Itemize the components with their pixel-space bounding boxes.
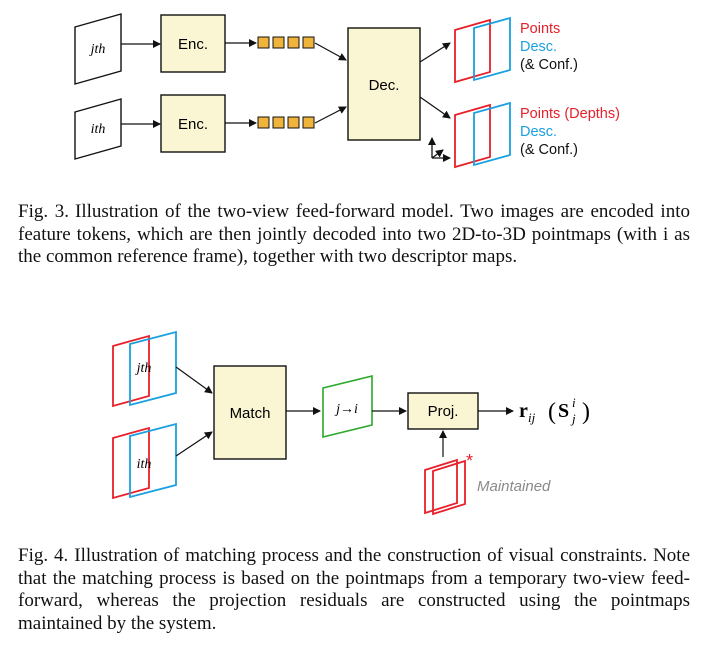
fig4-diagram: jth ith Match j→i Proj. r ij ( S i j — [112, 330, 590, 516]
residual-S-sub: j — [570, 411, 576, 426]
fig3-tokens-bottom — [257, 116, 315, 129]
fig4-view-i-label: ith — [137, 457, 152, 472]
fig3-caption-label: Fig. 3. — [18, 201, 69, 222]
residual-S: S — [558, 400, 569, 422]
residual-r: r — [519, 400, 528, 422]
fig4-residual-formula: r ij ( S i j ) — [519, 395, 590, 426]
fig3-points-map-bottom — [454, 103, 491, 169]
fig3-out-top-points: Points — [520, 21, 560, 37]
feature-token — [302, 116, 315, 129]
feature-token — [287, 36, 300, 49]
fig3-view-j — [74, 13, 122, 85]
fig3-points-map-top — [454, 18, 491, 84]
fig3-caption-text: Illustration of the two-view feed-forwar… — [18, 201, 690, 267]
fig4-caption: Fig. 4.Illustration of matching process … — [18, 545, 690, 635]
fig4-view-j-label: jth — [135, 361, 152, 376]
fig3-out-top-desc: Desc. — [520, 39, 557, 55]
fig4-match-box — [213, 365, 287, 460]
residual-paren-open: ( — [548, 399, 556, 425]
feature-token — [272, 36, 285, 49]
fig3-out-bottom-points: Points (Depths) — [520, 106, 620, 122]
fig4-maintained-star: * — [466, 451, 473, 471]
fig3-view-i — [74, 98, 122, 160]
fig3-diagram: jth ith Enc. Enc. — [74, 13, 620, 169]
fig3-encoder-top-label: Enc. — [178, 36, 208, 53]
fig4-desc-map-i — [129, 422, 177, 499]
fig3-arrow-dec-out-bottom — [419, 96, 451, 119]
residual-paren-close: ) — [582, 399, 590, 425]
fig4-desc-map-j — [129, 330, 177, 407]
fig3-tokens-top — [257, 36, 315, 49]
fig4-points-map-i — [112, 426, 150, 500]
residual-S-sup: i — [572, 395, 576, 410]
fig4-transform-frame — [322, 374, 373, 439]
feature-token — [287, 116, 300, 129]
fig3-desc-map-top — [473, 16, 511, 82]
fig3-arrow-tokens-dec-bottom — [314, 106, 347, 124]
residual-r-sub: ij — [528, 410, 536, 425]
coordinate-axes-icon — [428, 137, 451, 162]
fig3-out-bottom-desc: Desc. — [520, 124, 557, 140]
feature-token — [302, 36, 315, 49]
fig3-decoder-label: Dec. — [369, 77, 400, 94]
fig4-arrow-j-match — [175, 366, 213, 394]
fig4-maintained-map-back — [424, 458, 458, 515]
feature-token — [272, 116, 285, 129]
fig3-decoder — [347, 27, 421, 141]
fig4-caption-label: Fig. 4. — [18, 545, 69, 566]
fig3-desc-map-bottom — [473, 101, 511, 167]
fig3-out-top-conf: (& Conf.) — [520, 57, 578, 73]
fig3-arrow-dec-out-top — [419, 42, 451, 63]
fig3-arrow-tokens-dec-top — [314, 42, 347, 61]
fig3-encoder-bottom-label: Enc. — [178, 116, 208, 133]
fig4-caption-text: Illustration of matching process and the… — [18, 545, 690, 634]
feature-token — [257, 36, 270, 49]
fig4-points-map-j — [112, 334, 150, 408]
fig3-encoder-top — [160, 14, 226, 73]
fig3-view-i-label: ith — [91, 122, 106, 137]
fig4-proj-label: Proj. — [428, 403, 459, 420]
feature-token — [257, 116, 270, 129]
fig4-transform-label: j→i — [334, 402, 358, 417]
fig3-view-j-label: jth — [89, 42, 106, 57]
fig4-match-label: Match — [230, 405, 271, 422]
fig3-out-bottom-conf: (& Conf.) — [520, 142, 578, 158]
fig4-maintained-label: Maintained — [477, 478, 551, 495]
fig4-arrow-i-match — [175, 431, 213, 457]
fig4-maintained-map-front — [432, 459, 466, 516]
fig3-caption: Fig. 3.Illustration of the two-view feed… — [18, 201, 690, 269]
